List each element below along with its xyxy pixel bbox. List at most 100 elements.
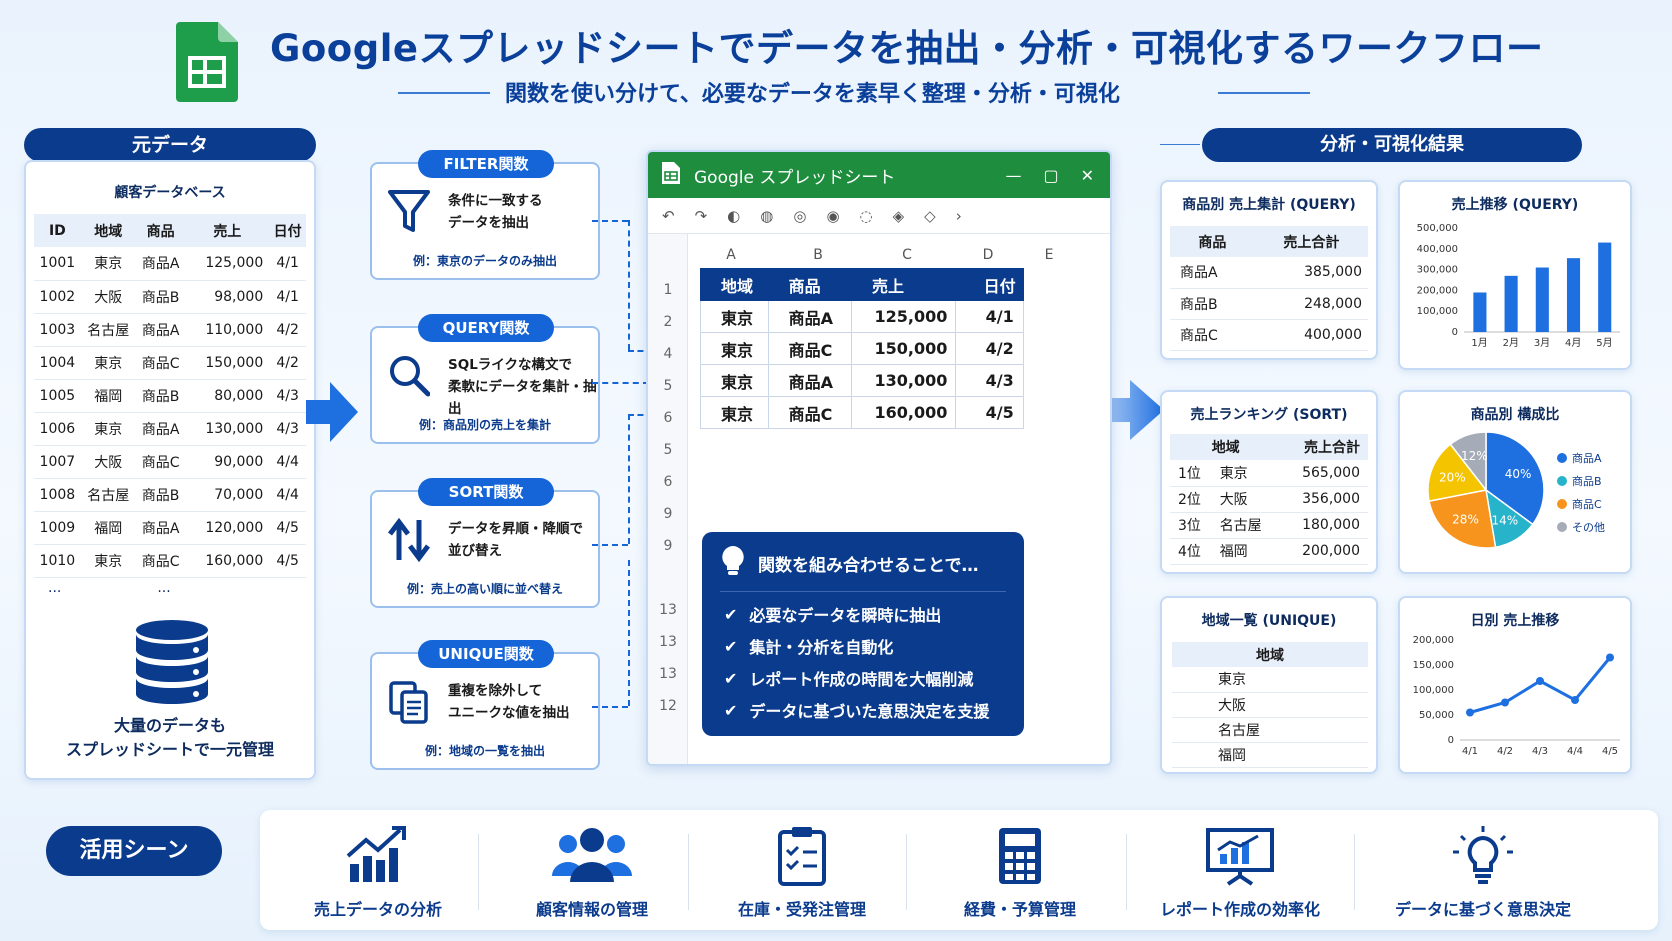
sheet-cell[interactable]: 東京 (700, 300, 769, 333)
page-title: Googleスプレッドシートでデータを抽出・分析・可視化するワークフロー (270, 27, 1544, 70)
table-cell: 大阪 (1211, 486, 1280, 513)
undo-icon[interactable]: ↶ (662, 206, 675, 225)
subtitle-line-left (398, 92, 490, 94)
sheet-col-header[interactable]: 商品 (767, 268, 852, 301)
scene-label: データに基づく意思決定 (1394, 900, 1571, 919)
sheet-col-header[interactable]: 売上 (850, 268, 957, 301)
data-point (1501, 698, 1509, 707)
row-number[interactable]: 9 (663, 506, 673, 522)
merge-icon[interactable]: ◈ (892, 206, 905, 225)
sheet-cell[interactable]: 4/5 (955, 396, 1024, 429)
row-number[interactable]: 13 (659, 634, 677, 650)
table-cell: 商品B (135, 478, 186, 512)
font-icon[interactable]: ◉ (826, 206, 840, 225)
paint-icon[interactable]: ◍ (760, 206, 774, 225)
table-cell: 98,000 (185, 280, 270, 314)
column-letter[interactable]: C (902, 247, 912, 263)
function-description: SQLライクな構文で柔軟にデータを集計・抽出 (448, 354, 598, 420)
pie-slice (1485, 431, 1545, 526)
table-cell: 1003 (34, 313, 81, 347)
check-icon: ✔ (724, 668, 738, 688)
filter-tool-icon[interactable]: ◇ (924, 206, 936, 225)
row-number[interactable]: 9 (663, 538, 673, 554)
row-number[interactable]: 4 (663, 346, 673, 362)
pie-chart-title: 商品別 構成比 (1470, 407, 1560, 423)
table-row: 福岡 (1172, 742, 1368, 768)
function-desc-line: ユニークな値を抽出 (448, 705, 570, 721)
sheet-cell[interactable]: 東京 (700, 364, 769, 397)
legend-label: 商品C (1572, 497, 1602, 511)
sheet-cell[interactable]: 4/3 (955, 364, 1024, 397)
sheet-cell[interactable]: 東京 (700, 396, 769, 429)
function-desc-line: 柔軟にデータを集計・抽出 (448, 379, 597, 417)
sheet-cell[interactable]: 4/2 (955, 332, 1024, 365)
column-letter[interactable]: E (1044, 247, 1054, 263)
row-number[interactable]: 5 (663, 442, 673, 458)
table-cell: 商品B (135, 379, 186, 413)
zoom-icon[interactable]: ◎ (793, 206, 807, 225)
results-label: 分析・可視化結果 (1202, 128, 1582, 162)
close-icon[interactable]: ✕ (1080, 165, 1094, 185)
scene-item: データに基づく意思決定 (1358, 810, 1608, 930)
y-tick-label: 100,000 (1413, 685, 1454, 696)
function-box (370, 162, 600, 280)
presentation-icon (1130, 826, 1350, 886)
sheet-cell[interactable]: 商品A (767, 364, 852, 397)
row-number[interactable]: 5 (663, 378, 673, 394)
table-cell: 4/5 (269, 511, 306, 545)
x-tick-label: 2月 (1503, 337, 1519, 349)
row-number[interactable]: 13 (659, 666, 677, 682)
sheet-cell[interactable]: 160,000 (850, 396, 957, 429)
column-letter[interactable]: D (982, 247, 994, 263)
y-tick-label: 200,000 (1417, 285, 1458, 296)
col-header: 地域 (1211, 434, 1280, 460)
row-number[interactable]: 2 (663, 314, 673, 330)
slice-label: 20% (1439, 470, 1466, 484)
function-desc-line: データを昇順・降順で (448, 521, 583, 537)
function-example: 例：商品別の売上を集計 (418, 418, 551, 432)
format-icon[interactable]: ◐ (727, 206, 741, 225)
scene-label: レポート作成の効率化 (1159, 900, 1320, 919)
arrow-right-icon (306, 382, 358, 446)
sheet-cell[interactable]: 150,000 (850, 332, 957, 365)
column-letter[interactable]: B (813, 247, 823, 263)
table-cell: 160,000 (185, 544, 270, 578)
column-letter[interactable]: A (726, 247, 736, 263)
connector (592, 544, 628, 546)
row-number[interactable]: 1 (663, 282, 673, 298)
sheet-cell[interactable]: 東京 (700, 332, 769, 365)
sheet-cell[interactable]: 商品C (767, 332, 852, 365)
sheet-cell[interactable]: 商品A (767, 300, 852, 333)
sheet-cell[interactable]: 4/1 (955, 300, 1024, 333)
row-number[interactable]: 6 (663, 410, 673, 426)
sheet-col-header[interactable]: 日付 (955, 268, 1024, 301)
row-number[interactable]: 6 (663, 474, 673, 490)
sheet-col-header[interactable]: 地域 (700, 268, 769, 301)
table-cell: 180,000 (1279, 512, 1368, 539)
table-cell: 4/3 (269, 379, 306, 413)
sheet-cell[interactable]: 130,000 (850, 364, 957, 397)
function-desc-line: 並び替え (448, 543, 502, 559)
tip-text: 集計・分析を自動化 (749, 638, 894, 657)
sheet-cell[interactable]: 商品C (767, 396, 852, 429)
borders-icon[interactable]: ◌ (859, 206, 873, 225)
sheet-cell[interactable]: 125,000 (850, 300, 957, 333)
pie-slice (1427, 443, 1488, 502)
row-number[interactable]: 12 (659, 698, 677, 714)
more-icon[interactable]: › (955, 206, 962, 225)
redo-icon[interactable]: ↷ (694, 206, 708, 225)
table-cell: 商品C (135, 445, 186, 479)
maximize-icon[interactable]: ▢ (1043, 165, 1059, 185)
row-number[interactable]: 13 (659, 602, 677, 618)
row-number[interactable] (648, 562, 688, 594)
table-cell: 4/5 (269, 544, 306, 578)
col-header: 商品 (1170, 226, 1255, 257)
table-cell: 商品C (135, 346, 186, 380)
minimize-icon[interactable]: — (1005, 165, 1022, 185)
